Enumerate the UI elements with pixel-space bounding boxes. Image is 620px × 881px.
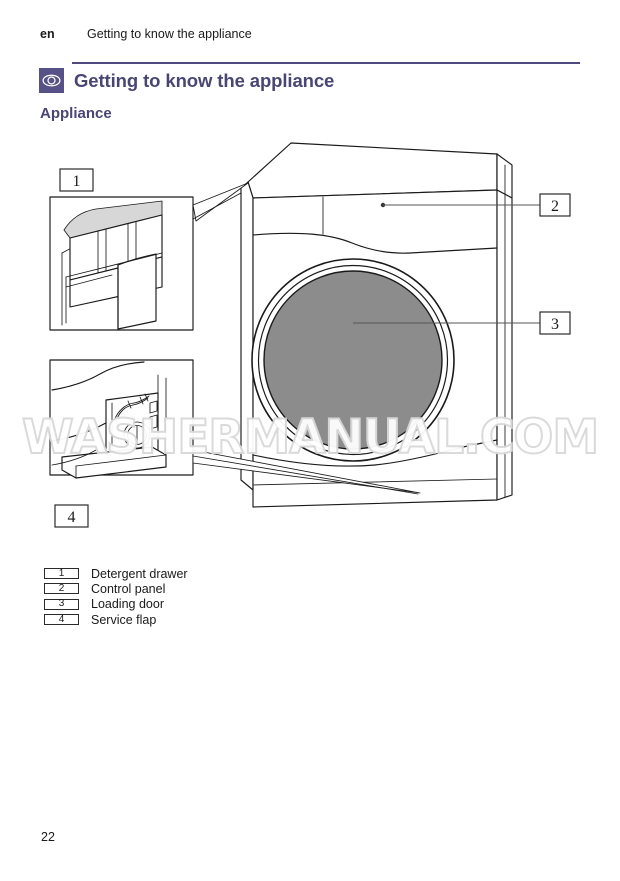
appliance-drawing: [240, 142, 513, 508]
eye-icon: [39, 68, 64, 93]
page-number: 22: [41, 830, 55, 844]
legend-label: Control panel: [91, 581, 166, 596]
callout-box-4: [54, 504, 89, 528]
legend-number: 4: [44, 614, 79, 626]
callout-2-group: 2: [380, 193, 571, 217]
legend-label: Service flap: [91, 612, 157, 627]
callout-number-4: 4: [68, 509, 76, 526]
legend-number: 3: [44, 598, 79, 610]
language-code: en: [40, 27, 55, 41]
detergent-drawer-inset: 1: [49, 168, 249, 331]
figure-legend: 1 Detergent drawer 2 Control panel 3 Loa…: [44, 566, 188, 627]
chapter-heading: Getting to know the appliance: [39, 68, 334, 93]
legend-number: 2: [44, 583, 79, 595]
loading-door-glass: [263, 270, 443, 450]
chapter-title: Getting to know the appliance: [74, 69, 335, 91]
running-header-title: Getting to know the appliance: [87, 27, 252, 41]
legend-label: Loading door: [91, 597, 164, 612]
legend-number: 1: [44, 568, 79, 580]
callout-number-3: 3: [551, 316, 559, 333]
service-flap-inset: 4: [49, 359, 421, 528]
appliance-figure: .ln{fill:none;stroke:#1a1a1a;stroke-widt…: [0, 135, 620, 535]
callout-number-2: 2: [551, 198, 559, 215]
legend-item: 4 Service flap: [44, 612, 188, 627]
callout-box-2: [539, 193, 571, 217]
callout-box-3: [539, 311, 571, 335]
section-title: Appliance: [40, 105, 112, 122]
running-header: en Getting to know the appliance: [40, 27, 252, 41]
callout-number-1: 1: [73, 173, 81, 190]
callout-3-group: 3: [353, 311, 571, 335]
legend-item: 3 Loading door: [44, 597, 188, 612]
legend-label: Detergent drawer: [91, 566, 188, 581]
chapter-divider: [72, 62, 580, 64]
legend-item: 2 Control panel: [44, 581, 188, 596]
legend-item: 1 Detergent drawer: [44, 566, 188, 581]
callout-box-1: [59, 168, 94, 192]
